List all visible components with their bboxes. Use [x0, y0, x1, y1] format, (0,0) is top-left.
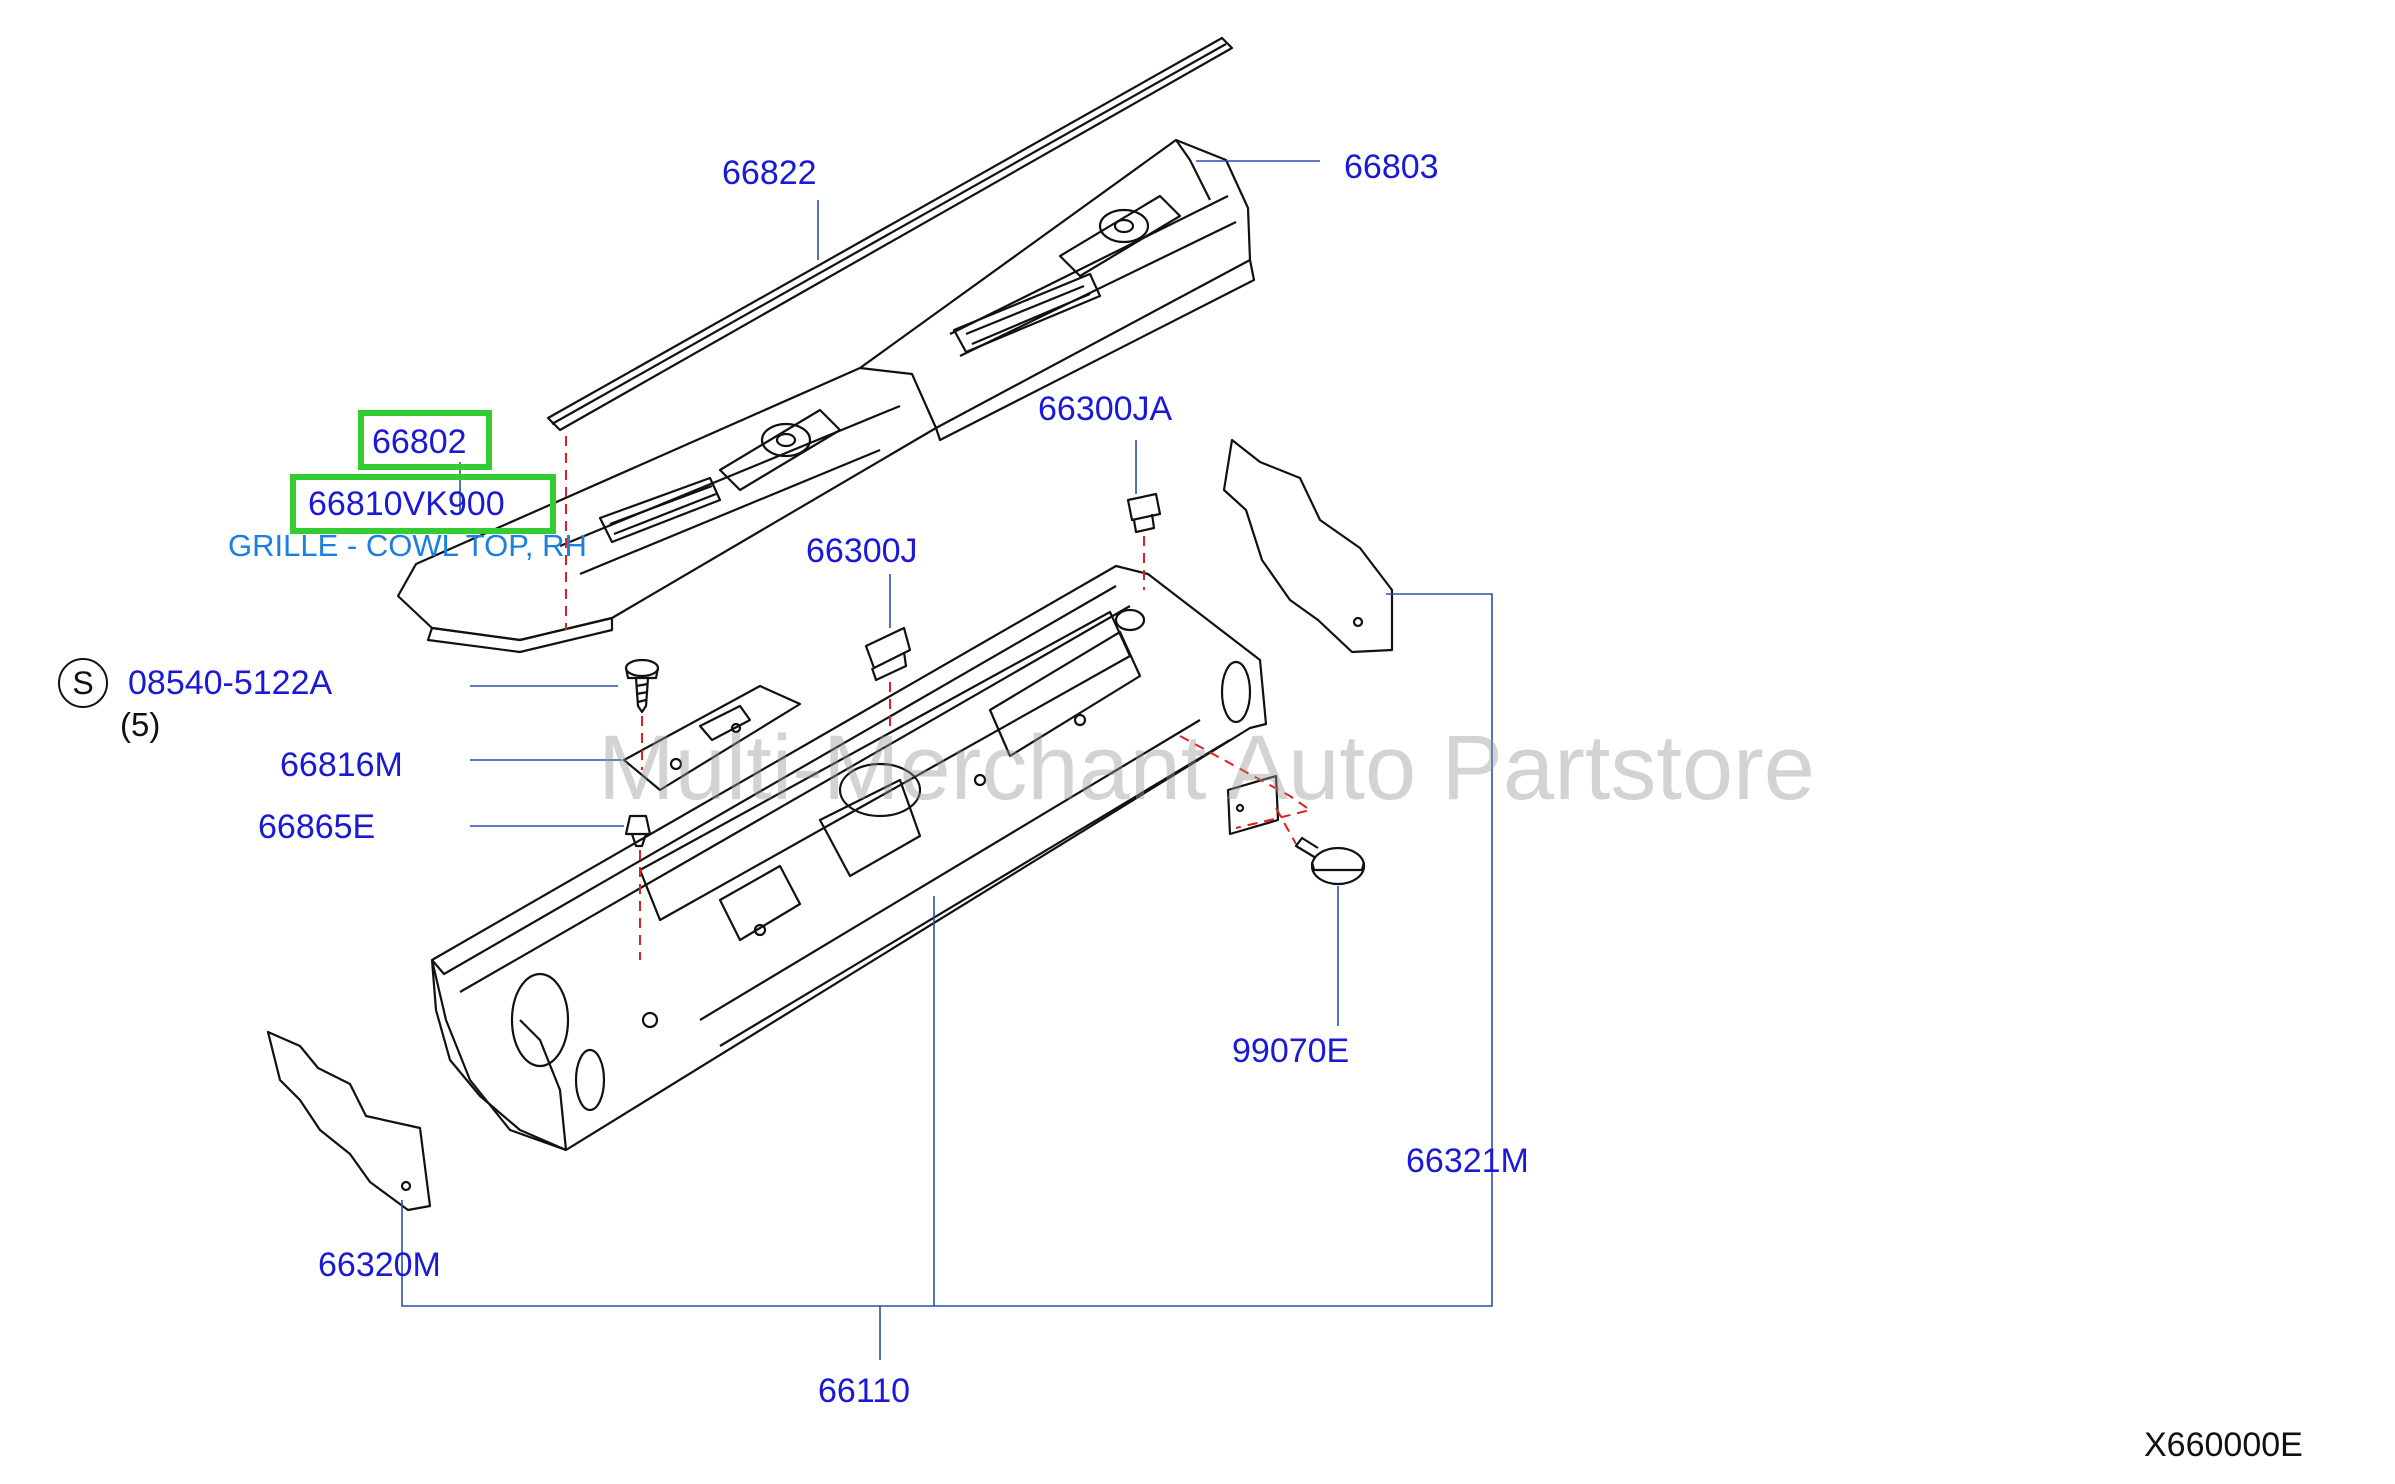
quantity-label: (5): [120, 706, 161, 743]
callout-66110[interactable]: 66110: [818, 1372, 911, 1410]
callout-66803[interactable]: 66803: [1344, 148, 1439, 186]
callout-66810vk900[interactable]: 66810VK900: [308, 485, 505, 523]
cowl-top-panel-66110: [430, 564, 1268, 1152]
callout-08540-5122a[interactable]: 08540-5122A: [128, 664, 333, 702]
highlight-box-66810vk900: [290, 474, 556, 534]
standard-part-symbol: S: [58, 658, 108, 708]
clip-99070e: [1294, 836, 1366, 886]
clip-66300ja: [1126, 492, 1162, 534]
cowl-top-grille-assembly: [396, 138, 1256, 654]
highlight-box-66802: [358, 410, 492, 470]
callout-66816m[interactable]: 66816M: [280, 746, 403, 784]
callout-66320m[interactable]: 66320M: [318, 1246, 441, 1284]
cowl-top-seal-66822: [546, 36, 1234, 432]
callout-66865e[interactable]: 66865E: [258, 808, 376, 846]
diagram-code: X660000E: [2144, 1426, 2303, 1464]
watermark-text: Multi-Merchant Auto Partstore: [598, 717, 1815, 819]
callout-99070e[interactable]: 99070E: [1232, 1032, 1350, 1070]
callout-66321m[interactable]: 66321M: [1406, 1142, 1529, 1180]
part-description-grille-cowl-top: GRILLE - COWL TOP, RH: [228, 528, 587, 563]
callout-66822[interactable]: 66822: [722, 154, 817, 192]
screw-08540-5122a: [624, 658, 660, 714]
callout-66802[interactable]: 66802: [372, 423, 467, 461]
clip-66865e: [624, 814, 652, 848]
callout-66300ja[interactable]: 66300JA: [1038, 390, 1173, 428]
bracket-66816m: [622, 684, 802, 792]
insulator-66321m: [1222, 438, 1394, 654]
callout-66300j[interactable]: 66300J: [806, 532, 918, 570]
clip-66300j: [864, 626, 912, 682]
insulator-66320m: [266, 1030, 432, 1212]
